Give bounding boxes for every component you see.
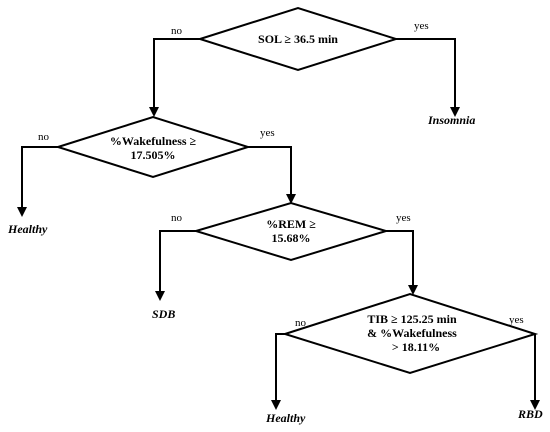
edge-sol-no [149,38,200,117]
edge-sol-yes [396,38,460,117]
leaf-healthy-2: Healthy [265,411,306,425]
edge-wakefulness-yes [248,146,296,204]
decision-node-rem: %REM ≥ 15.68% [192,201,390,262]
decision-node-wakefulness: %Wakefulness ≥ 17.505% [54,115,252,179]
leaf-sdb: SDB [152,307,175,321]
edge-wakefulness-no-label: no [38,131,50,143]
edge-sol-no-label: no [171,25,183,37]
edge-tib-no [271,333,285,410]
decision-node-tib: TIB ≥ 125.25 min & %Wakefulness > 18.11% [281,292,539,375]
edge-tib-no-label: no [295,317,307,329]
edge-rem-yes-label: yes [396,212,411,224]
node-tib-line-2: & %Wakefulness [367,326,457,340]
edge-wakefulness-yes-label: yes [260,127,275,139]
decision-node-sol: SOL ≥ 36.5 min [196,6,400,72]
node-sol-line-1: SOL ≥ 36.5 min [258,32,338,46]
node-rem-line-2: 15.68% [272,231,311,245]
edge-rem-no [155,230,196,301]
leaf-rbd: RBD [517,407,543,421]
edge-rem-no-label: no [171,212,183,224]
edge-sol-yes-label: yes [414,20,429,32]
edge-rem-yes [386,230,418,295]
node-wakefulness-line-1: %Wakefulness ≥ [110,134,197,148]
node-rem-line-1: %REM ≥ [266,217,316,231]
edge-tib-yes-label: yes [509,314,524,326]
edge-wakefulness-no [17,146,58,217]
leaf-insomnia: Insomnia [427,113,475,127]
node-tib-line-3: > 18.11% [392,340,440,354]
node-tib-line-1: TIB ≥ 125.25 min [367,312,457,326]
leaf-healthy-1: Healthy [7,222,48,236]
node-wakefulness-line-2: 17.505% [131,148,176,162]
